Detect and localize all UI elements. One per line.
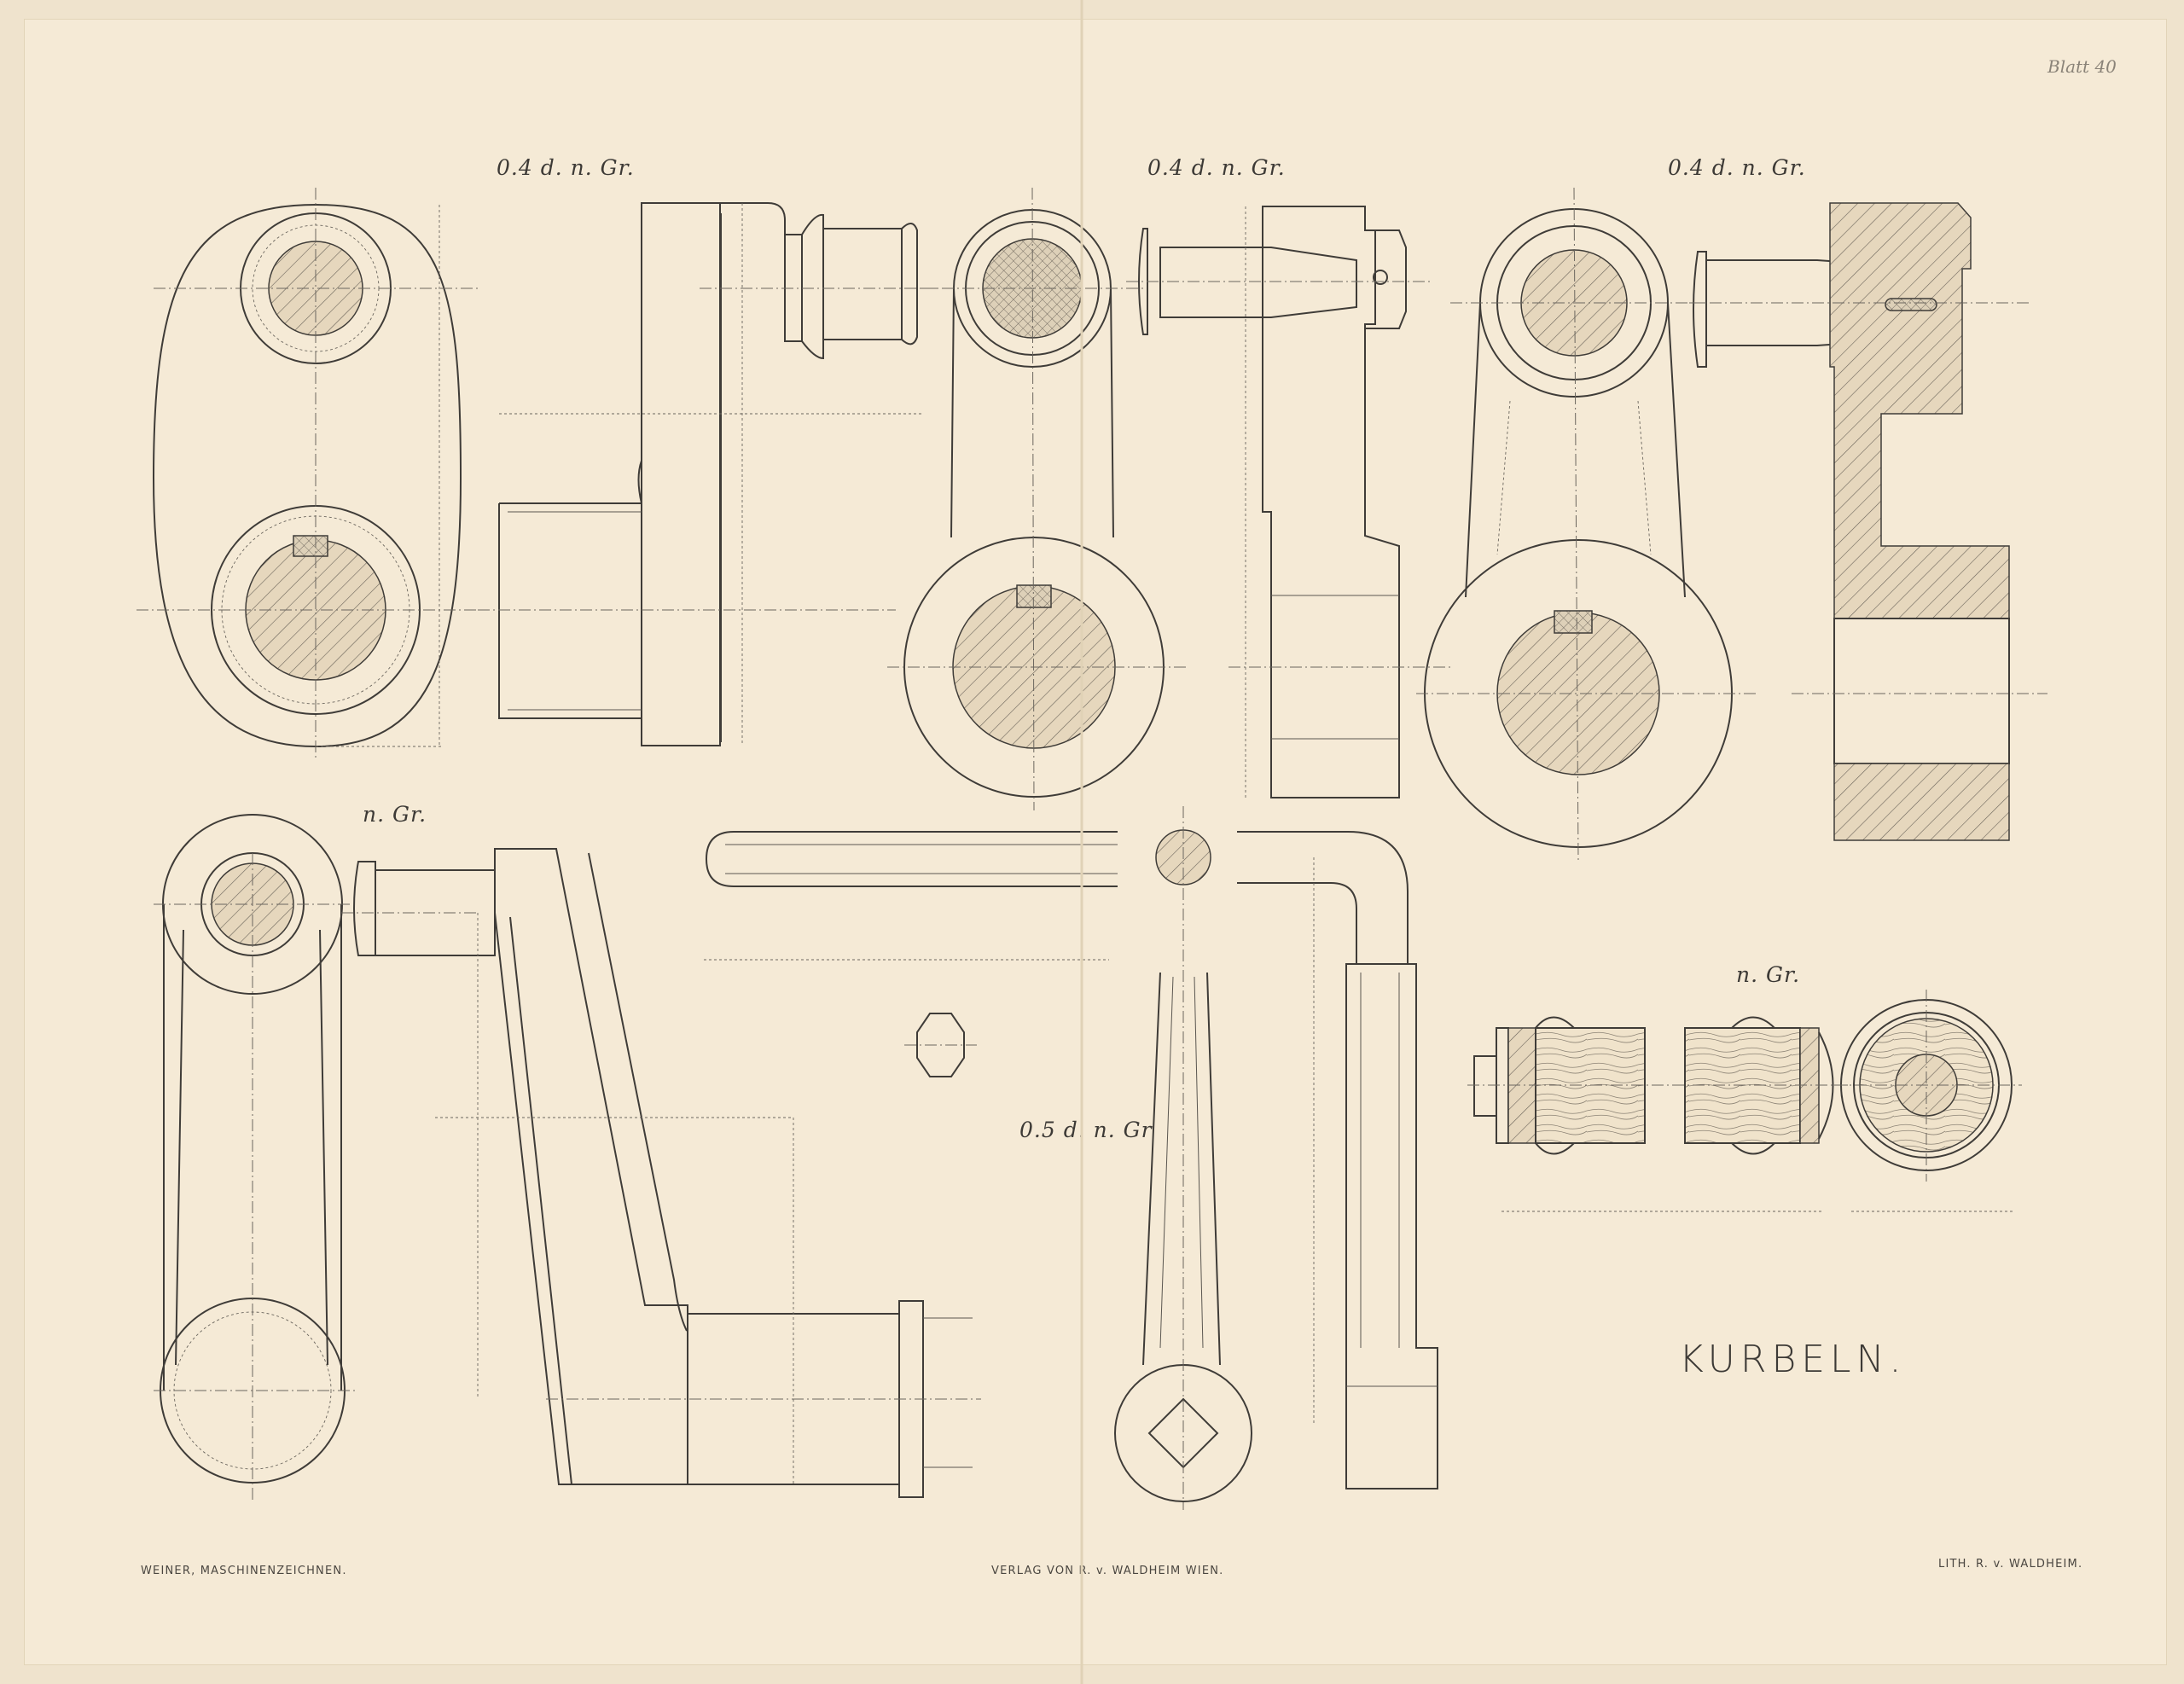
crank-2-front-view	[887, 187, 1186, 811]
scale-label-handle: n. Gr.	[1736, 962, 1801, 987]
scale-label-crank-3: 0.4 d. n. Gr.	[1668, 155, 1806, 180]
crank-1-front-view	[136, 188, 478, 759]
footer-publisher: VERLAG VON R. v. WALDHEIM WIEN.	[991, 1565, 1224, 1577]
scale-label-crank-1: 0.4 d. n. Gr.	[497, 155, 635, 180]
crank-1-side-view	[478, 202, 938, 746]
sheet-title: KURBELN.	[1679, 1338, 1907, 1381]
hand-crank-side-view	[341, 848, 981, 1498]
footer-lithographer: LITH. R. v. WALDHEIM.	[1938, 1558, 2083, 1571]
footer-author: WEINER, MASCHINENZEICHNEN.	[141, 1565, 347, 1577]
scale-label-bent-crank: 0.5 d. n. Gr	[1019, 1118, 1153, 1142]
sheet-number: Blatt 40	[2048, 56, 2117, 77]
crank-3-front-view	[1416, 187, 1757, 862]
crank-2-side-view	[1126, 206, 1450, 798]
scale-label-crank-2: 0.4 d. n. Gr.	[1147, 155, 1286, 180]
hand-crank-front-view	[154, 814, 358, 1501]
crank-3-section-view	[1689, 202, 2048, 841]
drawing-plate	[24, 19, 2167, 1665]
bent-crank	[704, 806, 1438, 1510]
scale-label-hand-crank: n. Gr.	[363, 802, 427, 827]
crank-handle	[1467, 990, 2022, 1212]
